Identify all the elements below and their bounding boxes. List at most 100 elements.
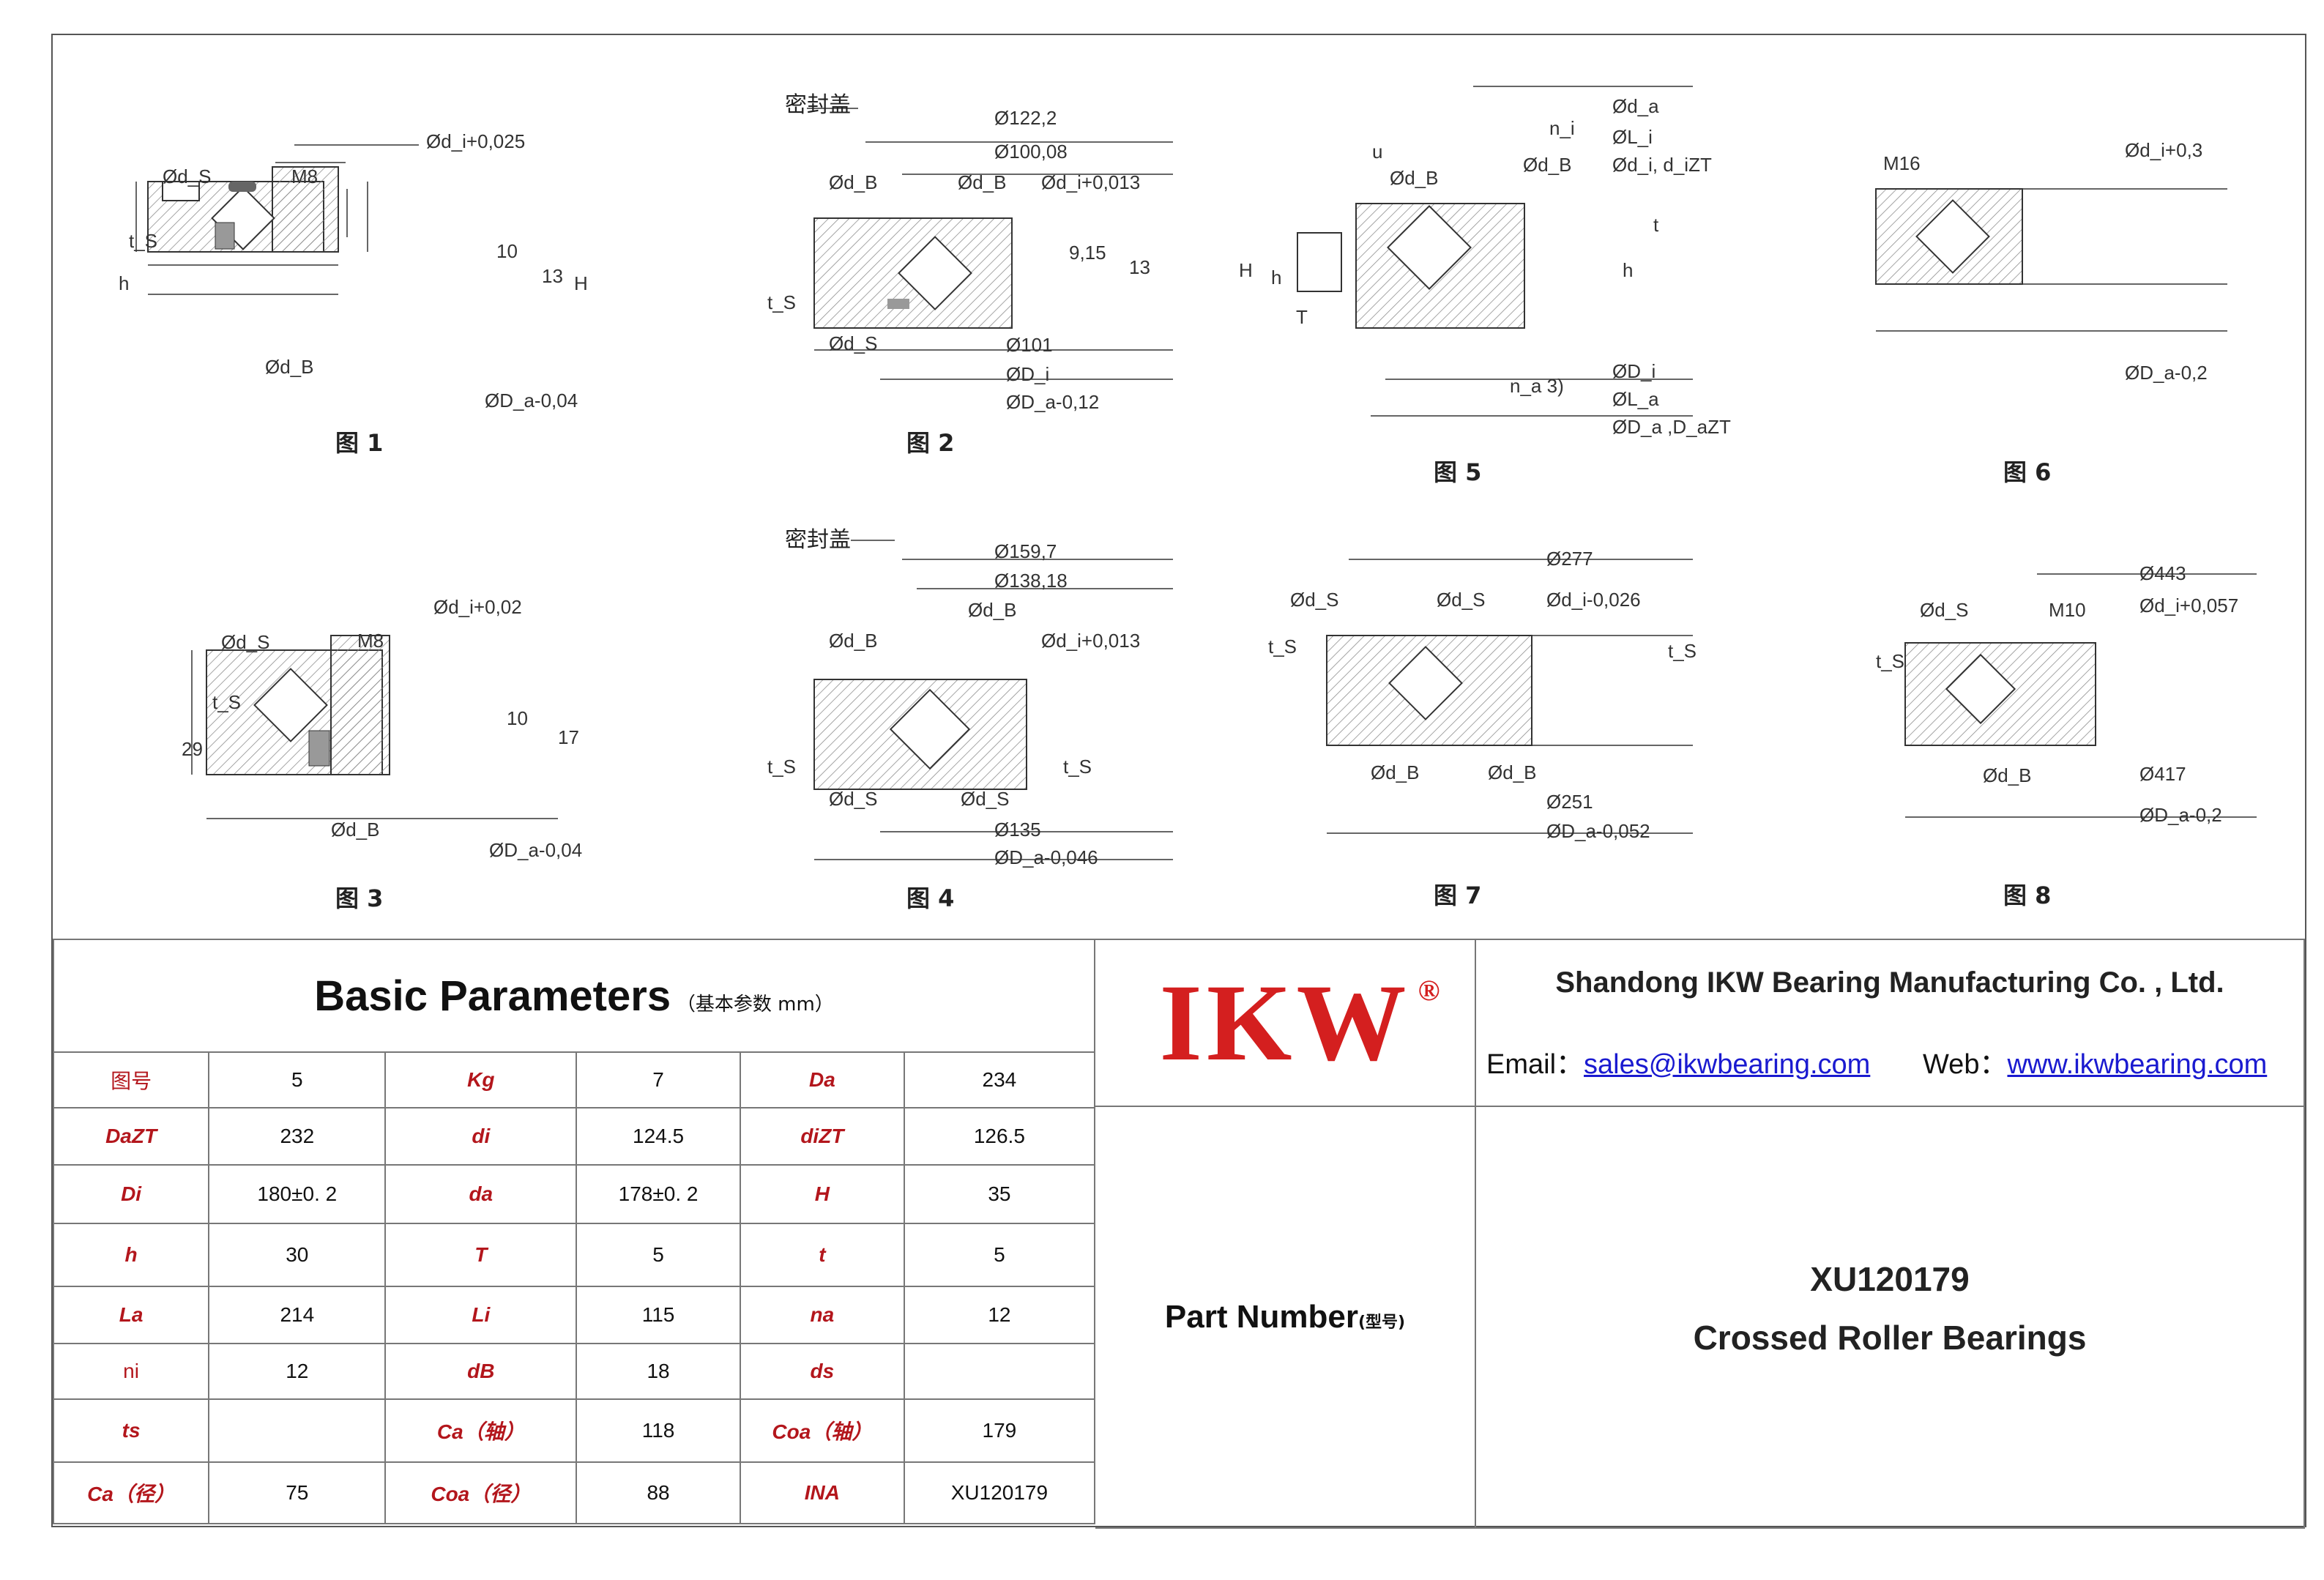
parameter-value: 7 [576,1051,741,1108]
figure-3-dim-m8: M8 [357,630,384,652]
figure-7-dim-251: Ø251 [1546,791,1593,813]
parameter-label: di [384,1107,578,1166]
figure-5-dim-h-right: h [1623,259,1634,281]
model-cell: XU120179 Crossed Roller Bearings [1476,1107,2305,1529]
figure-5-dim-T: T [1296,306,1308,328]
figure-3-dim-ds: Ød_S [221,631,270,653]
figure-5-drawing [1297,86,1693,417]
figure-8-drawing [1904,573,2257,818]
figure-2-dim-ts: t_S [767,291,797,313]
figure-3-label: 图 3 [335,884,384,912]
figure-4-dim-ts-right: t_S [1063,756,1092,778]
parameter-value: 124.5 [576,1107,741,1166]
parameter-value: XU120179 [903,1461,1096,1524]
figure-8-dim-417: Ø417 [2139,763,2186,785]
parameter-label: La [52,1286,210,1344]
figure-7: Ø277 Ød_S Ød_S Ød_i-0,026 t_S t_S Ød_B Ø… [1239,533,1751,855]
parameter-value: 12 [903,1286,1096,1344]
parameter-label: Kg [384,1051,578,1108]
parameter-label: na [739,1286,905,1344]
figure-5-label: 图 5 [1434,458,1482,486]
figure-5: Ød_a n_i ØL_i u Ød_B Ød_B Ød_i, d_iZT t … [1239,57,1751,445]
parameter-label: ni [52,1343,210,1400]
parameter-value: 30 [208,1223,387,1287]
figure-8-label: 图 8 [2003,882,2052,909]
parameter-label: ds [739,1343,905,1400]
figure-7-dim-ts-right: t_S [1668,640,1697,662]
figure-7-drawing [1326,559,1693,834]
figure-4-dim-dB-right: Ød_B [968,599,1017,621]
figure-4-dim-di: Ød_i+0,013 [1041,630,1141,652]
parameter-value: 5 [208,1051,387,1108]
figure-5-dim-dB-left: Ød_B [1390,167,1439,189]
figure-2-dim-915: 9,15 [1069,242,1106,264]
figure-6-label: 图 6 [2003,458,2052,486]
company-cell: Shandong IKW Bearing Manufacturing Co. ,… [1476,939,2305,1107]
parameter-label: Di [52,1164,210,1224]
figure-2-dim-101: Ø101 [1006,334,1053,356]
figure-3-dim-17: 17 [558,726,579,748]
figure-1-dim-Da: ØD_a-0,04 [485,390,578,411]
part-number-cell: Part Number(型号) [1095,1107,1476,1529]
figure-5-dim-dB-right: Ød_B [1523,154,1572,176]
figure-5-dim-ni: n_i [1549,117,1575,139]
parameter-value: 126.5 [903,1107,1096,1166]
figure-6-dim-m16: M16 [1883,152,1921,174]
figure-5-dim-La: ØL_a [1612,388,1659,410]
figure-6-drawing [1875,188,2227,332]
model-type: Crossed Roller Bearings [1693,1319,2087,1357]
parameter-label: INA [739,1461,905,1524]
parameter-value: 232 [208,1107,387,1166]
web-link[interactable]: www.ikwbearing.com [2007,1049,2268,1080]
drawings-area: Ød_S M8 Ød_i+0,025 t_S h 10 13 H Ød_B ØD… [53,35,2305,939]
figure-5-dim-Da: ØD_a ,D_aZT [1612,416,1731,438]
parameter-label: H [739,1164,905,1224]
figure-1-label: 图 1 [335,429,384,457]
figure-3-dim-10: 10 [507,707,528,729]
figure-1: Ød_S M8 Ød_i+0,025 t_S h 10 13 H Ød_B ØD… [119,94,602,411]
company-name: Shandong IKW Bearing Manufacturing Co. ,… [1555,966,2224,999]
figure-7-dim-277: Ø277 [1546,548,1593,570]
figure-4-dim-ds-left: Ød_S [829,788,878,810]
figure-1-dim-H: H [574,272,588,294]
figure-7-dim-Da: ØD_a-0,052 [1546,820,1650,842]
parameter-label: diZT [739,1107,905,1166]
parameter-label: t [739,1223,905,1287]
model-number: XU120179 [1810,1260,1970,1298]
parameters-subtitle: （基本参数 mm） [676,993,834,1016]
part-number-label: Part Number(型号) [1165,1299,1405,1335]
web-label: Web： [1923,1049,2008,1080]
figure-4-dim-ds-right: Ød_S [961,788,1010,810]
figure-2-dim-di: Ød_i+0,013 [1041,171,1141,193]
figure-2-label: 图 2 [906,429,955,457]
figure-5-dim-h-left: h [1271,267,1282,288]
parameter-label: 图号 [52,1051,210,1108]
registered-mark: ® [1418,974,1445,1007]
email-label: Email： [1486,1049,1584,1080]
parameter-label: DaZT [52,1107,210,1166]
drawing-sheet: Ød_S M8 Ød_i+0,025 t_S h 10 13 H Ød_B ØD… [51,34,2306,1529]
figure-8-dim-di: Ød_i+0,057 [2139,595,2239,616]
figure-2-dim-dB-right: Ød_B [958,171,1007,193]
parameter-value [208,1398,387,1463]
figure-7-dim-dB-right: Ød_B [1488,761,1537,783]
figure-6: M16 Ød_i+0,3 ØD_a-0,2 [1832,108,2242,387]
email-link[interactable]: sales@ikwbearing.com [1584,1049,1871,1080]
figure-1-dim-di: Ød_i+0,025 [426,130,526,152]
figure-2-dim-ds: Ød_S [829,332,878,354]
parameter-value: 214 [208,1286,387,1344]
parameter-label: dB [384,1343,578,1400]
figure-4-dim-1597: Ø159,7 [994,540,1057,562]
figure-5-dim-Li: ØL_i [1612,126,1653,148]
figure-5-dim-da: Ød_a [1612,95,1659,117]
parameter-value: 5 [576,1223,741,1287]
figure-8-dim-m10: M10 [2049,599,2086,621]
parameter-value: 12 [208,1343,387,1400]
figure-3: Ød_S M8 Ød_i+0,02 t_S 29 10 17 Ød_B ØD_a… [119,548,602,862]
